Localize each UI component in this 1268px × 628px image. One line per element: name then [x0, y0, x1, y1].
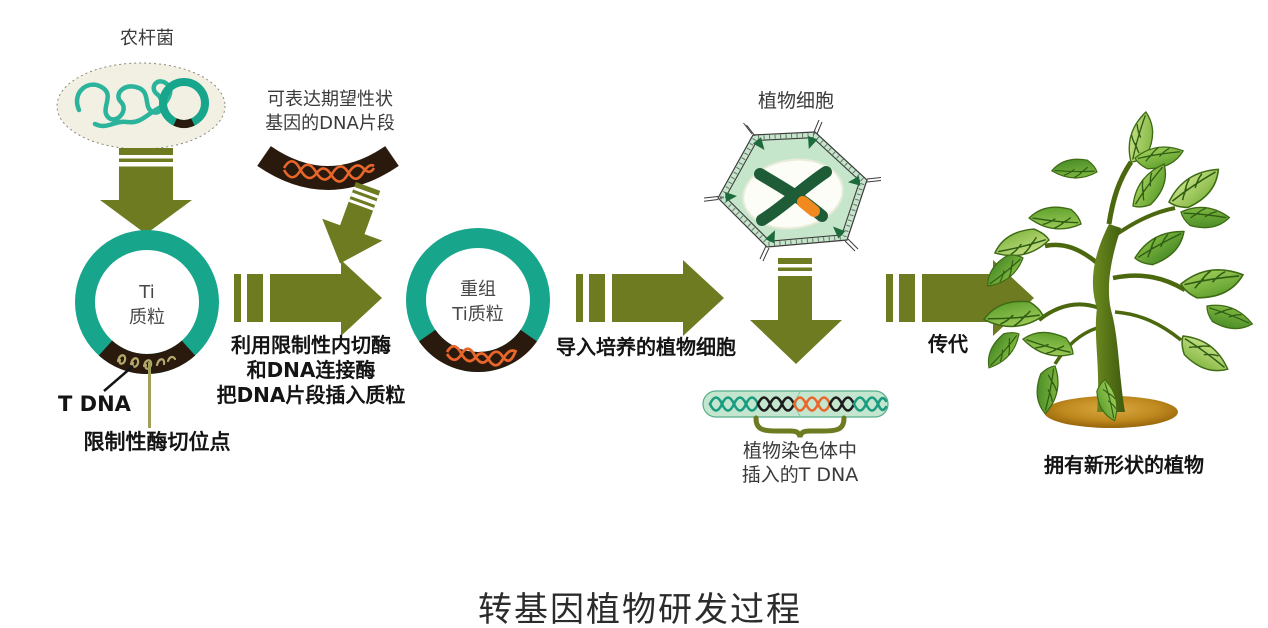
chromosome-strip-illustration: [702, 390, 889, 418]
plant-cell-label: 植物细胞: [757, 90, 835, 112]
ti-plasmid-illustration: [75, 230, 219, 375]
dna-fragment-illustration: [257, 145, 399, 190]
step1-arrow-icon: [234, 260, 382, 336]
t-dna-label: T DNA: [58, 392, 131, 416]
recombinant-plasmid-name-line1: 重组: [460, 279, 496, 300]
agrobacterium-label: 农杆菌: [120, 28, 174, 49]
step2-caption: 导入培养的植物细胞: [556, 335, 736, 359]
step1-caption-line2: 和DNA连接酶: [246, 358, 376, 382]
dna-helix-strand: [282, 163, 375, 181]
t-dna-arc: [98, 340, 196, 375]
restriction-site-pointer-line: [148, 362, 151, 428]
strip-dna-helix: [708, 396, 888, 412]
bacterial-chromosome-squiggle: [74, 79, 173, 129]
chromosome: [754, 166, 832, 226]
plant-cell-illustration: [703, 119, 882, 262]
ti-plasmid-name-line2: 质粒: [129, 307, 165, 328]
trunk: [1092, 224, 1125, 412]
t-dna-squiggle: [116, 354, 177, 370]
underbrace-icon: [753, 415, 847, 438]
inserted-tdna-caption-line2: 插入的T DNA: [741, 464, 859, 486]
dna-helix-strand: [445, 347, 518, 364]
restriction-site-label: 限制性酶切位点: [83, 430, 231, 454]
inserted-tdna-helix: [792, 396, 832, 412]
dna-fragment-caption-line2: 基因的DNA片段: [265, 113, 395, 134]
inserted-tdna-caption-line1: 植物染色体中: [742, 440, 858, 462]
plasmid-tdna-arc-small: [173, 118, 195, 128]
plant-illustration: [977, 110, 1254, 428]
cell-corner-triangles: [725, 136, 861, 244]
plant-label: 拥有新形状的植物: [1044, 453, 1204, 477]
ti-plasmid-name-line1: Ti: [139, 282, 155, 303]
diagram-title: 转基因植物研发过程: [478, 590, 802, 628]
cell-junction-lines: [703, 119, 882, 262]
step2-arrow-icon: [576, 260, 724, 336]
step1-caption-line3: 把DNA片段插入质粒: [216, 383, 406, 407]
t-dna-pointer-line: [103, 365, 134, 392]
insert-arrow-icon: [322, 182, 383, 264]
agrobacterium-illustration: [56, 62, 226, 150]
chromosome-orange-band: [797, 196, 820, 217]
step3-caption: 传代: [928, 332, 968, 356]
transform-down-arrow-icon: [750, 258, 842, 364]
dna-fragment-caption-line1: 可表达期望性状: [267, 89, 393, 110]
step1-caption-line1: 利用限制性内切酶: [231, 333, 391, 357]
down-arrow-icon: [100, 148, 192, 234]
recombinant-plasmid-name-line2: Ti质粒: [452, 304, 504, 325]
recombinant-plasmid-illustration: [406, 228, 550, 372]
